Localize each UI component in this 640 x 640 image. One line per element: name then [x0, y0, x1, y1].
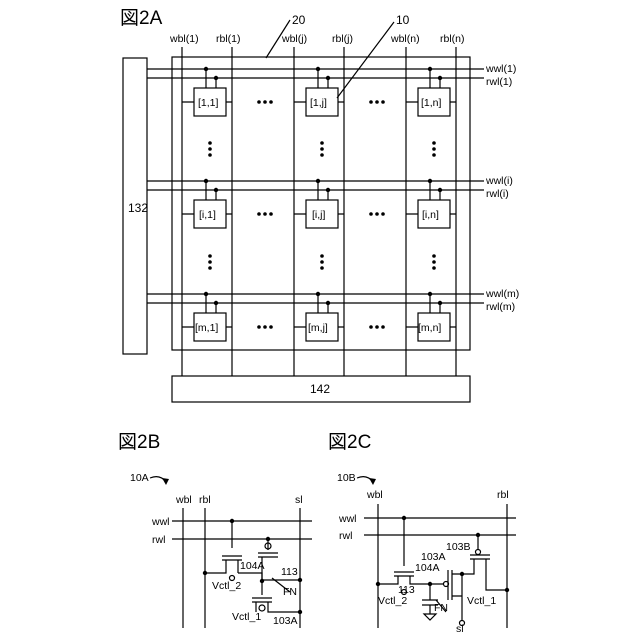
fig-2c-103b-label: 103B	[446, 541, 471, 553]
col-n-wbl-label: wbl(n)	[390, 33, 420, 45]
fig-2b-cell-ref: 10A	[130, 472, 149, 484]
cell-label-m-n: [m,n]	[418, 322, 441, 334]
cell-label-1-n: [1,n]	[421, 97, 442, 109]
fig-2b-113-label: 113	[281, 566, 298, 578]
row-m-rwl-label: rwl(m)	[486, 301, 515, 313]
arrowhead-icon	[162, 478, 169, 485]
array-label: 20	[292, 13, 306, 27]
row-1-wwl-label: wwl(1)	[485, 63, 516, 75]
cell-label-i-1: [i,1]	[199, 209, 216, 221]
cell-label-m-1: [m,1]	[195, 322, 218, 334]
row-1-rwl-label: rwl(1)	[486, 76, 512, 88]
fig-2b-vctl1-label: Vctl_1	[232, 611, 261, 623]
fig-2b-fn-label: FN	[283, 586, 297, 598]
row-driver-label: 132	[128, 201, 148, 215]
fig-2c-fn-label: FN	[434, 602, 448, 614]
fig-2c-rwl-label: rwl	[339, 530, 352, 542]
fig-2b-wbl-label: wbl	[175, 494, 192, 506]
column-driver-label: 142	[310, 382, 330, 396]
fig-2a-title: 図2A	[120, 8, 163, 29]
col-1-rbl-label: rbl(1)	[216, 33, 241, 45]
col-1-wbl-label: wbl(1)	[169, 33, 199, 45]
row-m-wwl-label: wwl(m)	[485, 288, 519, 300]
fig-2b-104a-label: 104A	[240, 560, 265, 572]
col-n-rbl-label: rbl(n)	[440, 33, 465, 45]
cell-label-1-j: [1,j]	[310, 97, 327, 109]
col-j-rbl-label: rbl(j)	[332, 33, 353, 45]
cell-label-i-j: [i,j]	[312, 209, 326, 221]
fig-2c: 図2C 10B wbl rbl wwl rwl sl 103A	[328, 432, 516, 635]
arrowhead-icon	[369, 478, 376, 485]
fig-2b-vctl2-label: Vctl_2	[212, 580, 241, 592]
cell-label-i-n: [i,n]	[422, 209, 439, 221]
fig-2c-title: 図2C	[328, 432, 371, 453]
ground-icon	[424, 614, 436, 620]
cell-label: 10	[396, 13, 410, 27]
col-j-wbl-label: wbl(j)	[281, 33, 307, 45]
fig-2c-wbl-label: wbl	[366, 489, 383, 501]
fig-2c-wwl-label: wwl	[338, 513, 357, 525]
row-i-wwl-label: wwl(i)	[485, 175, 513, 187]
fig-2c-vctl2-label: Vctl_2	[378, 595, 407, 607]
fig-2b-rwl-label: rwl	[152, 534, 165, 546]
fig-2c-vctl1-label: Vctl_1	[467, 595, 496, 607]
fig-2b-sl-label: sl	[295, 494, 303, 506]
fig-2b-rbl-label: rbl	[199, 494, 211, 506]
fig-2a: 図2A 20 10 132 142 wbl(1) rbl(1) wbl(j) r…	[120, 8, 519, 402]
fig-2b-wwl-label: wwl	[151, 516, 170, 528]
fig-2c-cell-ref: 10B	[337, 472, 356, 484]
fig-2b: 図2B 10A wbl rbl sl wwl rwl 104A 113 FN	[118, 432, 312, 628]
cell-label-m-j: [m,j]	[308, 322, 328, 334]
row-i-rwl-label: rwl(i)	[486, 188, 509, 200]
fig-2b-title: 図2B	[118, 432, 160, 453]
fig-2c-104a-label: 104A	[415, 562, 440, 574]
fig-2b-103a-label: 103A	[273, 615, 298, 627]
cell-label-1-1: [1,1]	[198, 97, 219, 109]
fig-2c-rbl-label: rbl	[497, 489, 509, 501]
